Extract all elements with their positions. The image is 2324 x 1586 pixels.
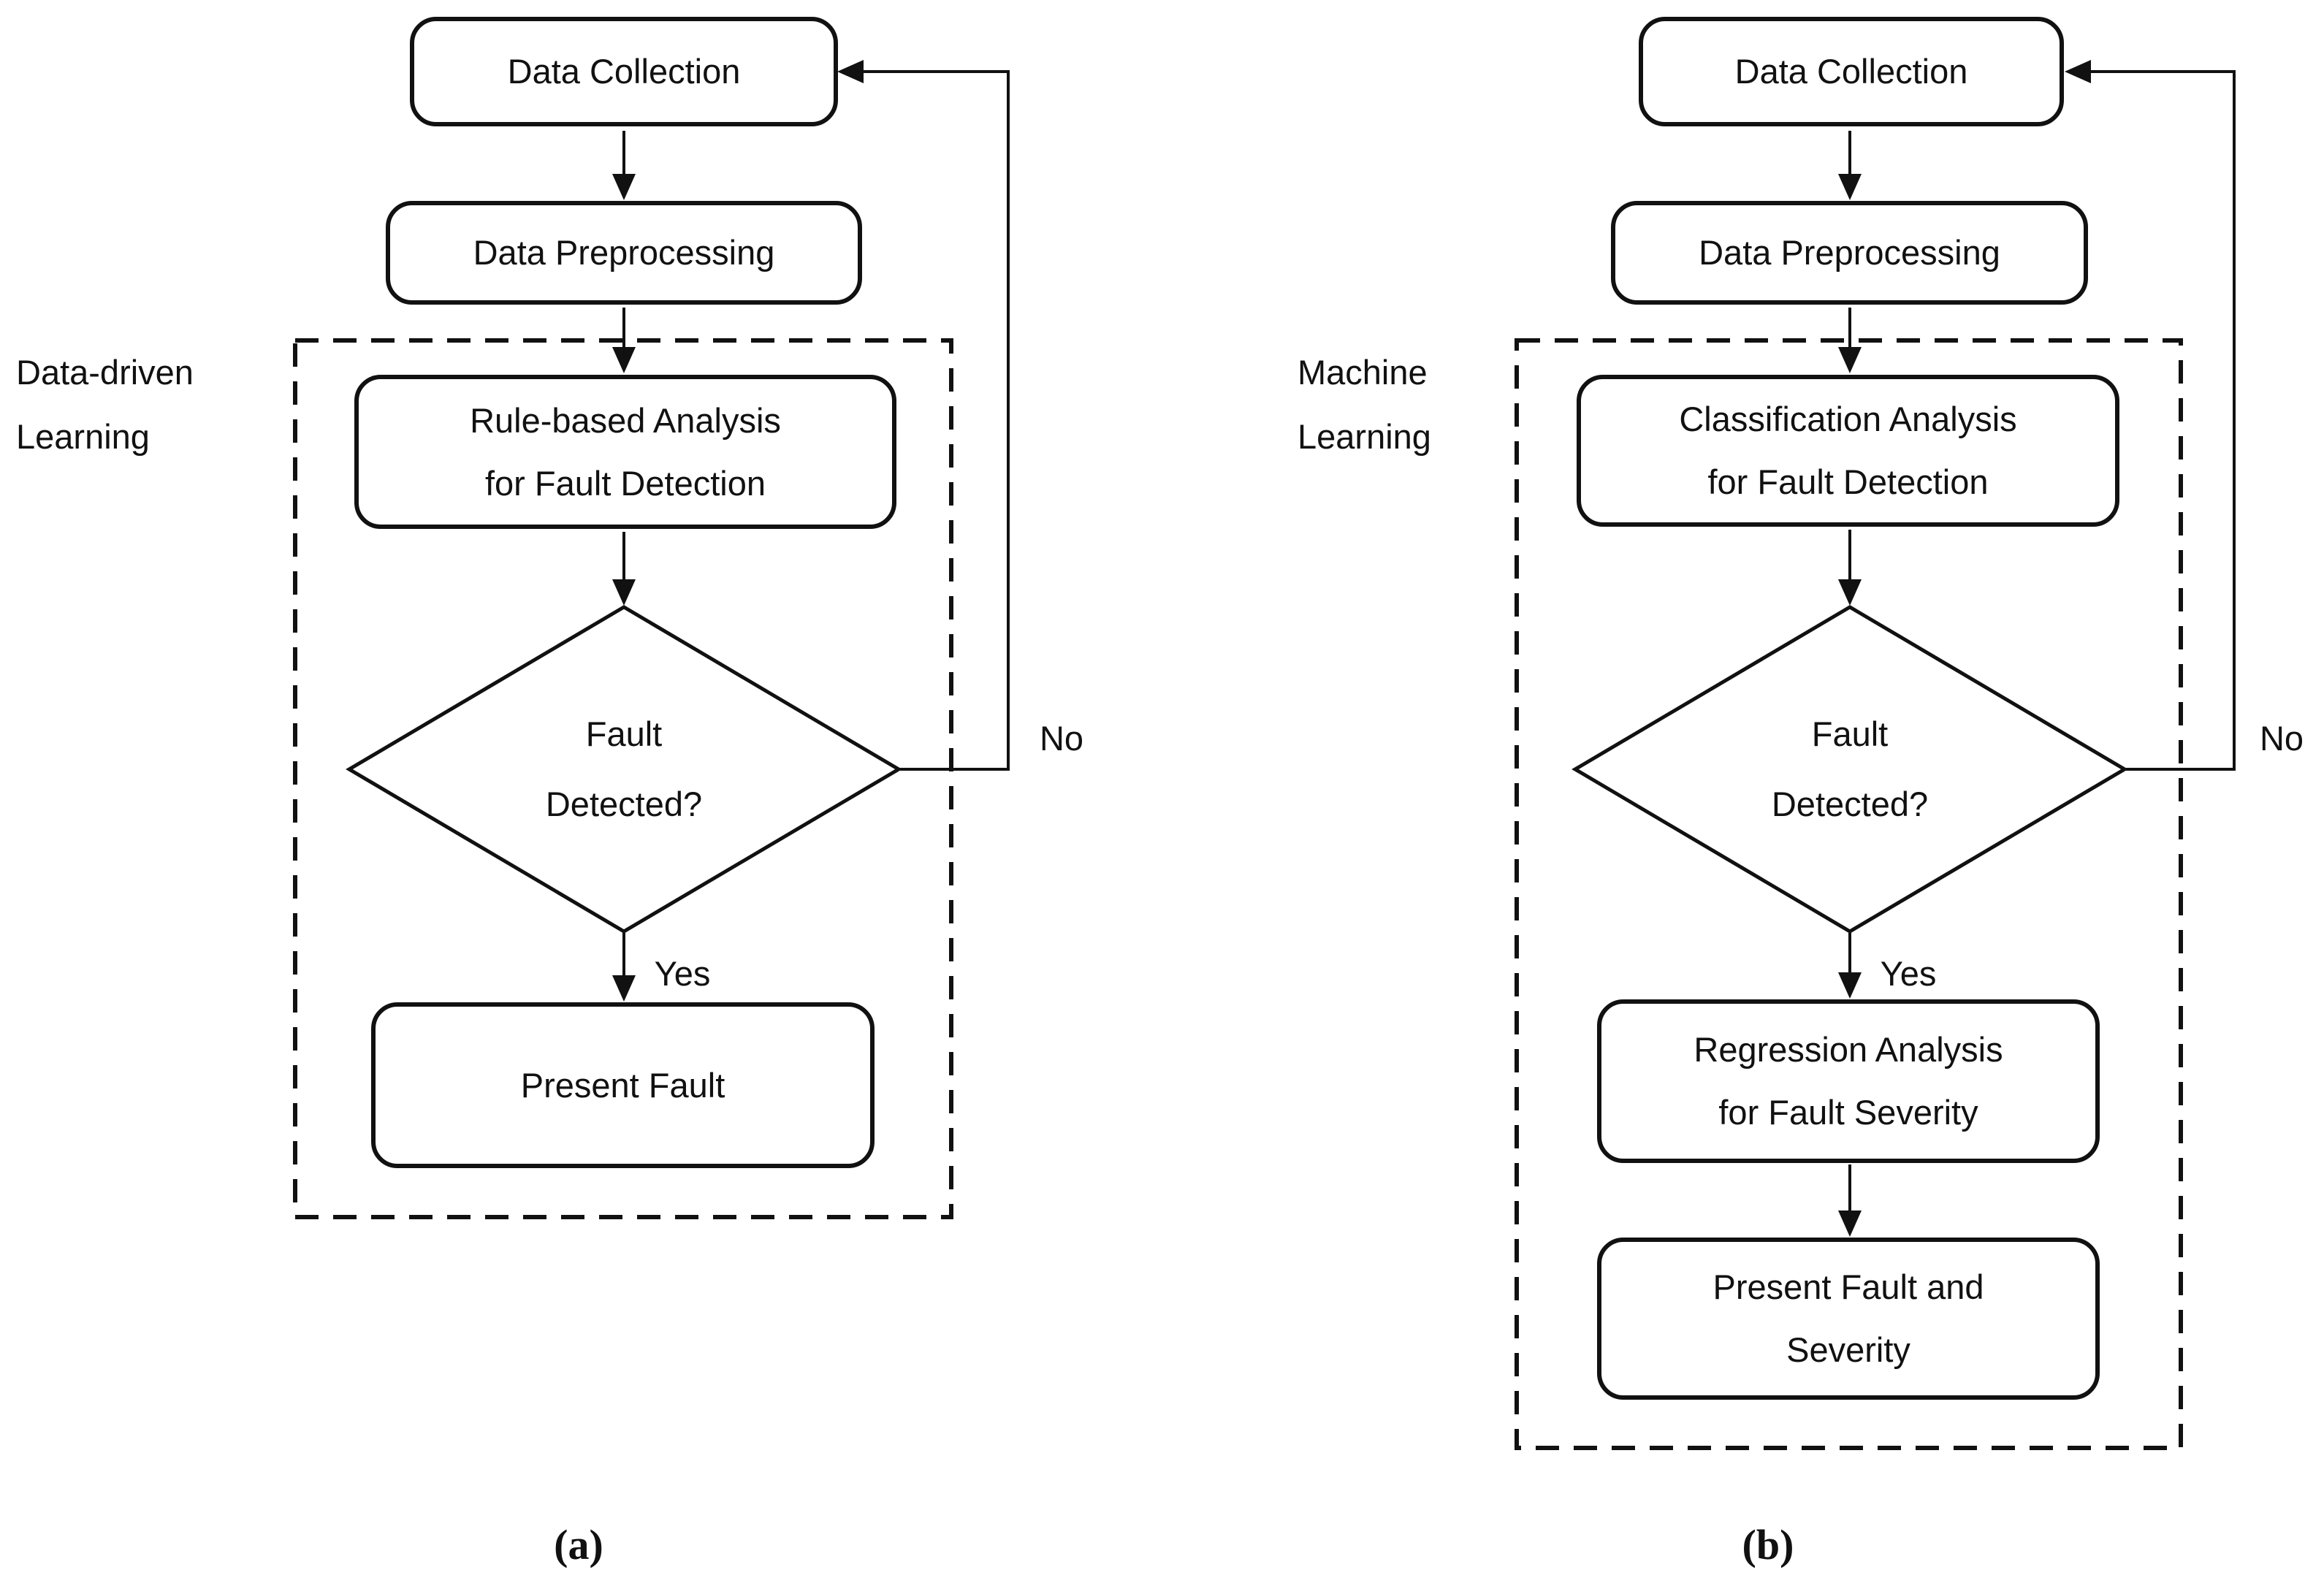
node-a-analysis-line2: for Fault Detection <box>484 463 766 503</box>
decision-b-line2: Detected? <box>1771 785 1929 823</box>
caption-b-text: (b) <box>1742 1520 1794 1568</box>
edge-label-a-no-text: No <box>1039 718 1084 758</box>
edge-label-a-yes: Yes <box>631 948 734 999</box>
node-b-regression-analysis: Regression Analysis for Fault Severity <box>1597 999 2100 1163</box>
node-b-data-preprocessing: Data Preprocessing <box>1611 201 2088 305</box>
edge-label-b-yes-text: Yes <box>1880 953 1937 993</box>
decision-b-text: Fault Detected? <box>1667 692 2032 847</box>
node-a-rule-based-analysis: Rule-based Analysis for Fault Detection <box>354 375 896 529</box>
node-b-classification-analysis: Classification Analysis for Fault Detect… <box>1577 375 2119 527</box>
arrowhead-b-no-feedback <box>2065 60 2091 83</box>
arrowhead-b-analysis-to-decision <box>1838 579 1862 606</box>
decision-b-line1: Fault <box>1811 714 1889 753</box>
node-b-present-fault-severity: Present Fault and Severity <box>1597 1238 2100 1400</box>
node-b-analysis-line2: for Fault Detection <box>1707 462 1989 501</box>
group-label-a: Data-driven Learning <box>16 340 194 469</box>
edge-label-a-no: No <box>1021 712 1102 763</box>
edge-label-b-no: No <box>2241 712 2322 763</box>
node-a-data-preprocessing-label: Data Preprocessing <box>473 233 775 272</box>
arrowhead-b-preprocessing-to-analysis <box>1838 347 1862 373</box>
decision-diamond-b <box>1571 605 2128 934</box>
node-a-present-fault-label: Present Fault <box>520 1065 725 1105</box>
dashed-group-box-a <box>293 338 953 1219</box>
group-label-a-line2: Learning <box>16 417 150 456</box>
arrowhead-a-analysis-to-decision <box>612 579 636 606</box>
group-label-b-line2: Learning <box>1298 417 1431 456</box>
node-b-data-preprocessing-label: Data Preprocessing <box>1699 233 2000 272</box>
decision-diamond-a <box>346 605 902 934</box>
caption-a: (a) <box>506 1514 652 1575</box>
caption-b: (b) <box>1695 1514 1841 1575</box>
arrowhead-b-collection-to-preprocessing <box>1838 174 1862 200</box>
group-label-b: Machine Learning <box>1298 340 1431 469</box>
node-a-data-preprocessing: Data Preprocessing <box>386 201 862 305</box>
caption-a-text: (a) <box>554 1520 603 1568</box>
arrowhead-a-preprocessing-to-analysis <box>612 347 636 373</box>
decision-a-line1: Fault <box>585 714 663 753</box>
loop-a-no-feedback <box>842 70 1010 771</box>
arrowhead-a-collection-to-preprocessing <box>612 174 636 200</box>
arrowhead-a-no-feedback <box>837 60 864 83</box>
node-b-regression-line1: Regression Analysis <box>1694 1030 2003 1069</box>
node-b-data-collection-label: Data Collection <box>1734 52 1968 91</box>
loop-b-no-feedback <box>2069 70 2236 771</box>
node-b-outcome-line1: Present Fault and <box>1712 1267 1984 1306</box>
node-a-present-fault: Present Fault <box>371 1002 875 1168</box>
edge-label-b-no-text: No <box>2259 718 2304 758</box>
arrowhead-b-regression-to-outcome <box>1838 1211 1862 1237</box>
node-a-data-collection-label: Data Collection <box>507 52 741 91</box>
node-a-analysis-line1: Rule-based Analysis <box>470 400 781 440</box>
decision-a-text: Fault Detected? <box>441 692 807 847</box>
arrowhead-b-decision-yes <box>1838 972 1862 999</box>
dashed-group-box-b <box>1515 338 2183 1450</box>
decision-a-line2: Detected? <box>545 785 703 823</box>
edge-label-a-yes-text: Yes <box>654 953 711 993</box>
node-b-data-collection: Data Collection <box>1639 17 2064 126</box>
edge-label-b-yes: Yes <box>1857 948 1959 999</box>
node-b-analysis-line1: Classification Analysis <box>1679 400 2017 438</box>
node-b-regression-line2: for Fault Severity <box>1718 1093 1978 1132</box>
group-label-b-line1: Machine <box>1298 353 1428 392</box>
node-b-outcome-line2: Severity <box>1786 1330 1910 1369</box>
node-a-data-collection: Data Collection <box>410 17 838 126</box>
group-label-a-line1: Data-driven <box>16 353 194 392</box>
arrowhead-a-decision-yes <box>612 975 636 1002</box>
